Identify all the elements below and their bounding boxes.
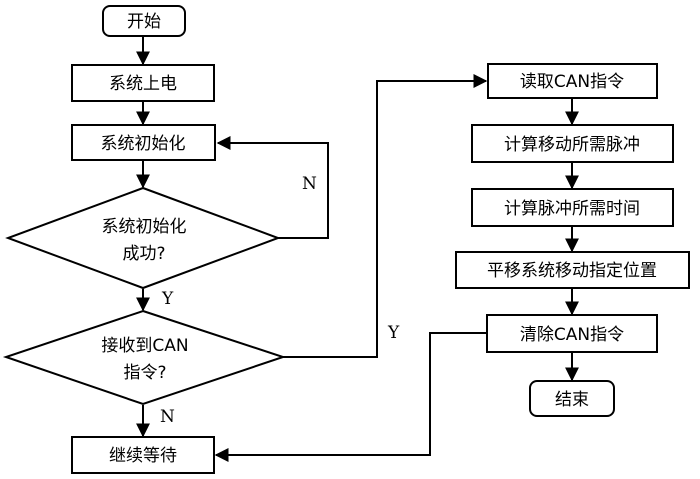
wait-node: 继续等待 (71, 436, 215, 474)
clear-can-label: 清除CAN指令 (520, 325, 624, 345)
calc-pulse-node: 计算移动所需脉冲 (471, 124, 674, 163)
init-ok-label-line2: 成功? (122, 244, 165, 264)
move-label: 平移系统移动指定位置 (487, 261, 657, 281)
recv-yes-label: Y (387, 323, 400, 343)
init-no-label: N (302, 174, 317, 194)
recv-can-decision: 接收到CAN 指令? (2, 309, 287, 406)
arrow-wait-loop (214, 332, 487, 462)
read-can-node: 读取CAN指令 (487, 63, 658, 99)
end-node: 结束 (529, 380, 615, 417)
calc-time-label: 计算脉冲所需时间 (504, 199, 640, 219)
connectors (136, 36, 579, 462)
power-on-node: 系统上电 (71, 64, 215, 102)
init-node: 系统初始化 (71, 124, 216, 161)
start-label: 开始 (127, 12, 161, 32)
power-on-label: 系统上电 (109, 74, 177, 94)
recv-can-label-line1: 接收到CAN (101, 336, 188, 356)
calc-pulse-label: 计算移动所需脉冲 (504, 135, 640, 155)
read-can-label: 读取CAN指令 (520, 72, 624, 92)
init-label: 系统初始化 (101, 134, 186, 154)
recv-can-label-line2: 指令? (123, 363, 166, 383)
clear-can-node: 清除CAN指令 (486, 314, 658, 353)
init-ok-decision: 系统初始化 成功? (5, 186, 281, 290)
arrow-recv-to-read (283, 74, 488, 358)
init-yes-label: Y (161, 289, 174, 309)
init-ok-label-line1: 系统初始化 (102, 217, 187, 237)
end-label: 结束 (555, 390, 589, 410)
arrow-init-retry (216, 136, 329, 239)
wait-label: 继续等待 (109, 446, 177, 466)
calc-time-node: 计算脉冲所需时间 (471, 188, 674, 227)
move-node: 平移系统移动指定位置 (455, 251, 690, 289)
recv-no-label: N (160, 407, 175, 427)
start-node: 开始 (102, 5, 186, 37)
